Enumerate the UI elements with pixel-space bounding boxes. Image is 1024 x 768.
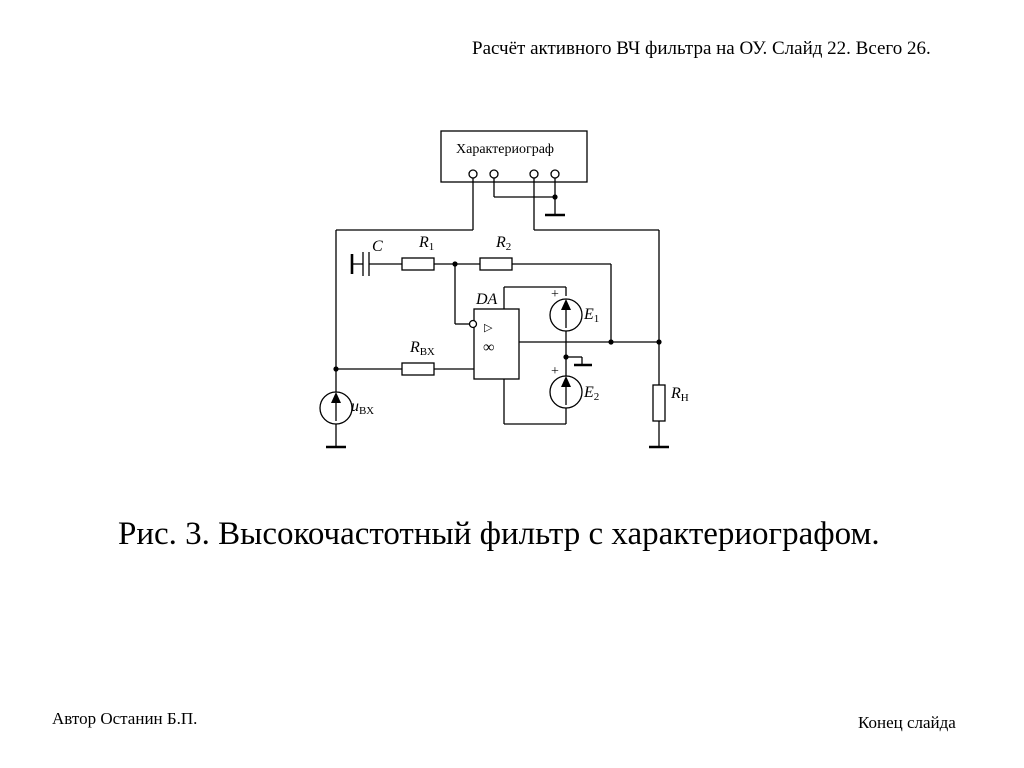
opamp-arrow-icon: ▷: [484, 322, 493, 334]
rin-label: RВХ: [409, 339, 435, 358]
resistor-r1: [401, 257, 435, 271]
opamp-label: DA: [475, 291, 498, 308]
capacitor-label: C: [372, 238, 383, 255]
instrument-box: [440, 130, 588, 183]
opamp-da: [473, 308, 520, 380]
figure-caption: Рис. 3. Высокочастотный фильтр с характе…: [118, 516, 880, 552]
resistor-rload: [652, 384, 666, 422]
resistor-r2: [479, 257, 513, 271]
terminal-2: [489, 169, 499, 179]
uin-label: uВХ: [351, 398, 374, 417]
terminal-3: [529, 169, 539, 179]
slide-header: Расчёт активного ВЧ фильтра на ОУ. Слайд…: [472, 38, 931, 59]
r2-label: R2: [495, 234, 511, 253]
opamp-infinity-icon: ∞: [483, 339, 494, 356]
end-slide-link[interactable]: Конец слайда: [858, 713, 956, 732]
e1-plus: +: [551, 287, 559, 302]
resistor-rin: [401, 362, 435, 376]
instrument-label: Характериограф: [456, 142, 554, 157]
inverting-input: [468, 319, 478, 329]
e2-label: E2: [583, 384, 599, 403]
author-label: Автор Останин Б.П.: [52, 709, 198, 728]
e2-plus: +: [551, 364, 559, 379]
terminal-4: [550, 169, 560, 179]
rload-label: RН: [670, 385, 689, 404]
terminal-1: [468, 169, 478, 179]
e1-label: E1: [583, 306, 599, 325]
r1-label: R1: [418, 234, 434, 253]
